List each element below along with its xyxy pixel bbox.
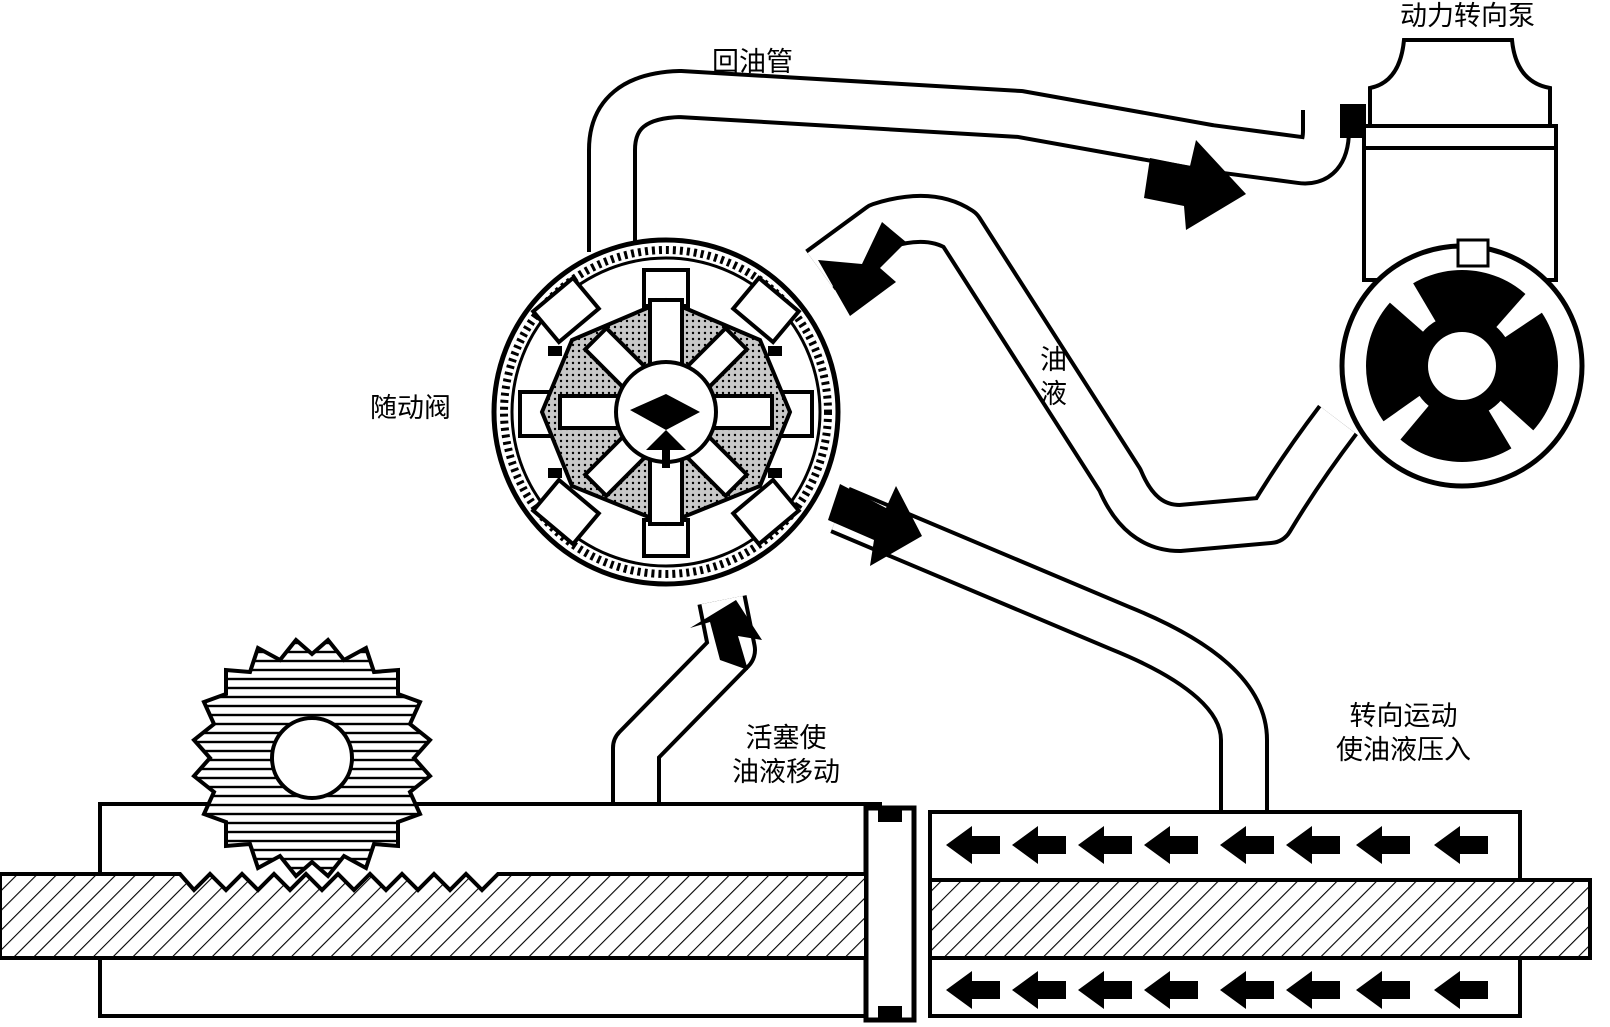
valve-label: 随动阀 [370, 393, 451, 424]
lower-arrow-row [946, 971, 1488, 1009]
flow-arrow-left-chamber [690, 600, 762, 670]
steer-label: 转向运动 使油液压入 [1336, 700, 1471, 768]
oil-label-char-2: 液 [1040, 378, 1067, 410]
rack-bar [0, 871, 1592, 960]
flow-arrow-return [1144, 140, 1246, 230]
pump-label: 动力转向泵 [1400, 1, 1535, 32]
steer-label-line-2: 使油液压入 [1336, 734, 1471, 766]
follower-valve [491, 237, 841, 587]
oil-label: 油 液 [1040, 344, 1067, 412]
upper-arrow-row [946, 826, 1488, 864]
piston-label: 活塞使 油液移动 [732, 722, 840, 790]
flow-arrow-right-chamber [828, 484, 922, 566]
return-pipe [587, 69, 1351, 252]
right-chamber-pipe [830, 486, 1269, 812]
flow-arrow-supply [818, 222, 906, 316]
pinion-gear [191, 637, 433, 879]
return-pipe-label: 回油管 [712, 47, 793, 78]
chamber-pressure-arrows [946, 826, 1488, 1009]
oil-pipe [805, 193, 1358, 553]
piston-label-line-1: 活塞使 [745, 723, 827, 754]
oil-label-char-1: 油 [1040, 345, 1067, 376]
power-steering-pump [1339, 38, 1585, 489]
steer-label-line-1: 转向运动 [1349, 701, 1458, 732]
piston-label-line-2: 油液移动 [732, 756, 840, 788]
